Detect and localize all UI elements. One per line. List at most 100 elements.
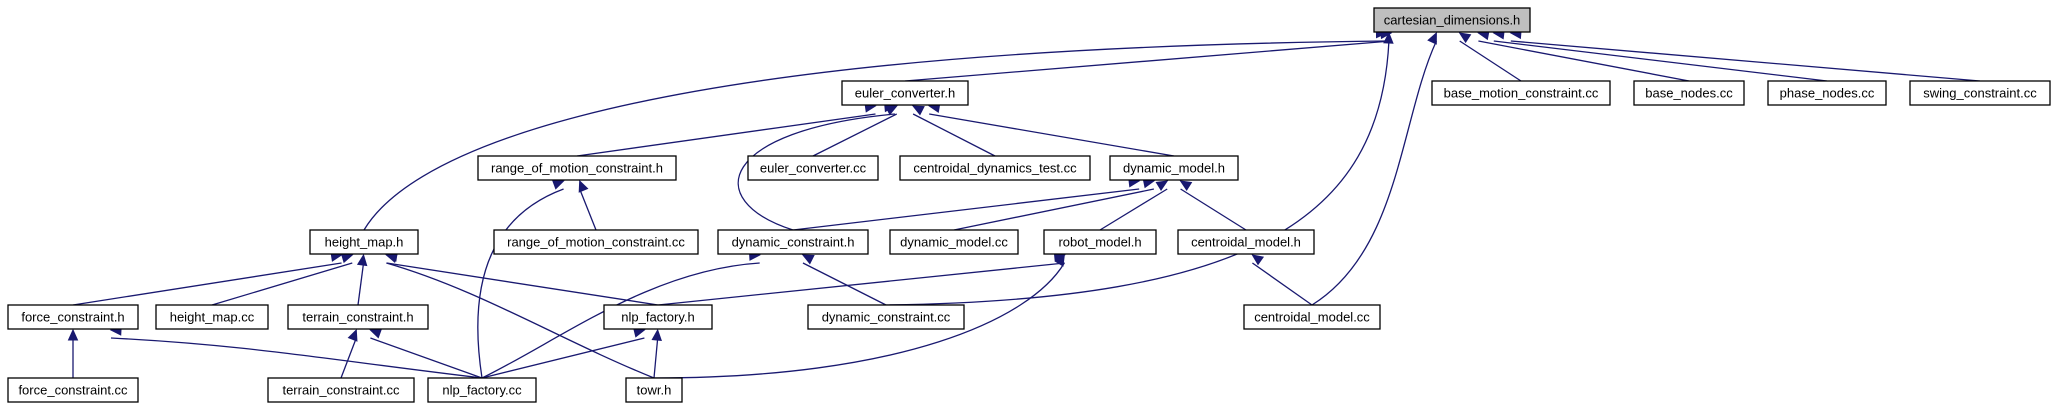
- node-dynamic-model-cc[interactable]: dynamic_model.cc: [889, 229, 1019, 255]
- edge-arrowhead: [1251, 254, 1265, 266]
- edge-terrain-constraint-h-to-height-map-h: [356, 253, 368, 306]
- edge-line: [1099, 188, 1168, 231]
- node-nlp-factory-cc[interactable]: nlp_factory.cc: [427, 377, 537, 403]
- node-box: [493, 229, 699, 255]
- edge-towr-to-height-map-h: [385, 252, 655, 379]
- edge-arrowhead: [1427, 31, 1437, 45]
- node-force-constraint-cc[interactable]: force_constraint.cc: [7, 377, 139, 403]
- node-label: nlp_factory.h: [621, 310, 694, 325]
- node-box: [747, 155, 879, 181]
- edge-line: [579, 188, 597, 231]
- node-label: robot_model.h: [1058, 235, 1141, 250]
- node-box: [1431, 80, 1611, 106]
- node-label: dynamic_constraint.h: [732, 235, 855, 250]
- edge-line: [653, 337, 659, 379]
- edge-towr-to-robot-model: [653, 253, 1065, 379]
- edge-line: [912, 113, 996, 157]
- edge-range-of-motion-constraint-cc-to-range-of-motion-constraint-h: [578, 179, 597, 231]
- node-box: [717, 229, 869, 255]
- edge-terrain-constraint-cc-to-terrain-constraint-h: [340, 328, 358, 379]
- edge-centroidal-model-h-to-dynamic-model-h: [1179, 180, 1247, 231]
- node-label: euler_converter.cc: [760, 161, 867, 176]
- edge-nlp-factory-cc-to-terrain-constraint-h: [369, 328, 483, 379]
- edge-height-map-h-to-cartesian-dimensions: [363, 27, 1388, 231]
- node-box: [1177, 229, 1315, 255]
- edge-arrowhead: [347, 328, 358, 342]
- node-box: [1373, 7, 1531, 33]
- edge-nlp-factory-h-to-height-map-h: [385, 251, 659, 306]
- edge-arrowhead: [369, 328, 383, 339]
- node-dynamic-model-h[interactable]: dynamic_model.h: [1109, 155, 1239, 181]
- node-base-motion-constraint[interactable]: base_motion_constraint.cc: [1431, 80, 1611, 106]
- edge-dynamic-model-cc-to-dynamic-model-h: [953, 177, 1156, 231]
- edge-nlp-factory-cc-to-force-constraint-h: [109, 325, 483, 379]
- edge-line: [737, 113, 895, 231]
- node-height-map-h[interactable]: height_map.h: [309, 229, 419, 255]
- node-label: phase_nodes.cc: [1780, 86, 1875, 101]
- node-label: terrain_constraint.h: [302, 310, 413, 325]
- node-label: range_of_motion_constraint.cc: [507, 235, 685, 250]
- edge-line: [386, 262, 655, 379]
- node-box: [155, 304, 269, 330]
- edge-dynamic-constraint-h-to-dynamic-model-h: [792, 176, 1141, 231]
- node-label: centroidal_model.h: [1191, 235, 1301, 250]
- edge-nlp-factory-cc-to-nlp-factory-h: [481, 327, 646, 379]
- node-cartesian-dimensions: cartesian_dimensions.h: [1373, 7, 1531, 33]
- node-box: [889, 229, 1019, 255]
- node-box: [1043, 229, 1157, 255]
- node-centroidal-dynamics-test[interactable]: centroidal_dynamics_test.cc: [899, 155, 1091, 181]
- node-centroidal-model-cc[interactable]: centroidal_model.cc: [1243, 304, 1381, 330]
- node-height-map-cc[interactable]: height_map.cc: [155, 304, 269, 330]
- edge-centroidal-model-cc-to-centroidal-model-h: [1251, 254, 1313, 306]
- edge-swing-constraint-to-cartesian-dimensions: [1509, 28, 1981, 82]
- edge-arrowhead: [1054, 253, 1065, 267]
- node-range-of-motion-constraint-h[interactable]: range_of_motion_constraint.h: [477, 155, 677, 181]
- node-dynamic-constraint-h[interactable]: dynamic_constraint.h: [717, 229, 869, 255]
- edge-line: [370, 337, 483, 379]
- node-label: terrain_constraint.cc: [282, 383, 400, 398]
- edge-line: [1252, 262, 1313, 306]
- node-box: [625, 377, 683, 403]
- node-terrain-constraint-cc[interactable]: terrain_constraint.cc: [267, 377, 415, 403]
- edge-towr-to-nlp-factory-h: [651, 328, 662, 379]
- node-box: [309, 229, 419, 255]
- node-box: [1767, 80, 1887, 106]
- node-label: height_map.h: [325, 235, 404, 250]
- edge-dynamic-constraint-cc-to-dynamic-constraint-h: [801, 254, 887, 306]
- node-label: force_constraint.h: [21, 310, 124, 325]
- node-nlp-factory-h[interactable]: nlp_factory.h: [603, 304, 713, 330]
- node-label: centroidal_model.cc: [1254, 310, 1370, 325]
- node-base-nodes[interactable]: base_nodes.cc: [1633, 80, 1745, 106]
- node-label: euler_converter.h: [855, 86, 955, 101]
- edge-line: [792, 188, 1140, 231]
- node-range-of-motion-constraint-cc[interactable]: range_of_motion_constraint.cc: [493, 229, 699, 255]
- node-phase-nodes[interactable]: phase_nodes.cc: [1767, 80, 1887, 106]
- node-box: [807, 304, 965, 330]
- edge-line: [576, 113, 876, 157]
- node-box: [7, 304, 139, 330]
- node-euler-converter-cc[interactable]: euler_converter.cc: [747, 155, 879, 181]
- node-terrain-constraint-h[interactable]: terrain_constraint.h: [287, 304, 429, 330]
- edge-arrowhead: [385, 252, 398, 263]
- edge-line: [363, 40, 1387, 231]
- node-centroidal-model-h[interactable]: centroidal_model.h: [1177, 229, 1315, 255]
- node-robot-model[interactable]: robot_model.h: [1043, 229, 1157, 255]
- node-label: height_map.cc: [170, 310, 255, 325]
- edge-line: [657, 262, 1065, 306]
- node-label: nlp_factory.cc: [442, 383, 522, 398]
- node-box: [1243, 304, 1381, 330]
- edge-line: [477, 188, 564, 379]
- node-euler-converter[interactable]: euler_converter.h: [841, 80, 969, 106]
- node-box: [899, 155, 1091, 181]
- node-dynamic-constraint-cc[interactable]: dynamic_constraint.cc: [807, 304, 965, 330]
- edge-arrowhead: [551, 179, 565, 190]
- edge-centroidal-model-cc-to-cartesian-dimensions: [1311, 31, 1437, 306]
- node-swing-constraint[interactable]: swing_constraint.cc: [1909, 80, 2051, 106]
- node-label: cartesian_dimensions.h: [1384, 13, 1521, 28]
- edge-line: [357, 262, 365, 306]
- node-label: dynamic_model.h: [1123, 161, 1225, 176]
- node-force-constraint-h[interactable]: force_constraint.h: [7, 304, 139, 330]
- node-towr[interactable]: towr.h: [625, 377, 683, 403]
- edge-line: [953, 188, 1155, 231]
